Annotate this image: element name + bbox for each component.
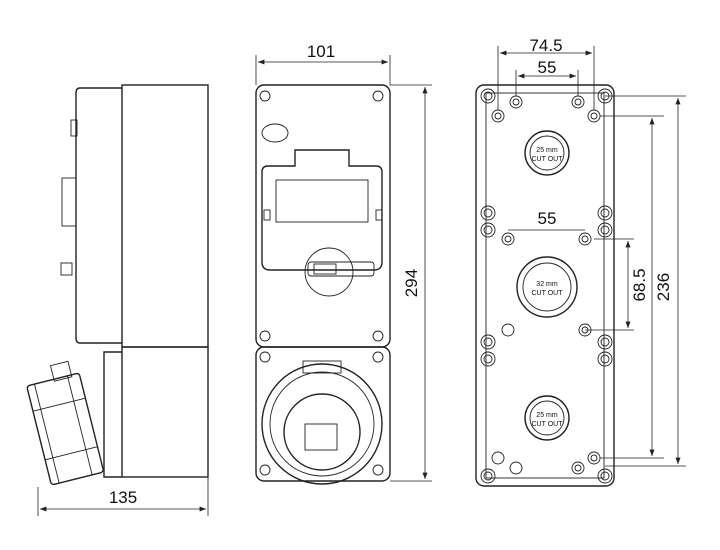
side-latch [60,262,73,276]
side-knob [70,119,78,137]
cutout-bottom: 25 mm CUT OUT [524,395,570,441]
front-window [261,149,383,271]
dim-294-label: 294 [402,269,421,297]
svg-text:25 mm: 25 mm [536,412,558,419]
svg-text:CUT OUT: CUT OUT [532,156,564,163]
cutout-top: 25 mm CUT OUT [524,130,570,176]
dim-101-label: 101 [307,42,335,61]
socket-pin-block [304,423,338,451]
front-view: 101 294 [255,42,432,485]
dim-55-mid-label: 55 [538,209,557,228]
back-view: 25 mm CUT OUT 32 mm CUT OUT 25 mm CUT OU… [475,36,686,487]
side-hinge [61,177,77,227]
socket-lid-hinge [302,360,342,374]
front-window-inner [275,179,369,223]
svg-text:25 mm: 25 mm [536,147,558,154]
dim-55-top-label: 55 [538,58,557,77]
svg-text:CUT OUT: CUT OUT [532,290,564,297]
side-view: 135 [26,84,209,516]
svg-text:32 mm: 32 mm [536,281,558,288]
svg-text:CUT OUT: CUT OUT [532,421,564,428]
side-socket [26,360,104,486]
dim-68-5-label: 68.5 [630,268,649,301]
side-body-upper [121,84,209,348]
side-socket-base [103,351,122,478]
dim-135-label: 135 [109,488,137,507]
socket-flange [261,363,383,485]
front-indicator [261,123,289,143]
front-lower-panel [255,346,391,482]
socket-face [283,393,361,471]
side-body-lower [121,346,209,478]
front-switch [304,247,354,297]
side-cover [75,87,122,344]
back-plate-inner [485,92,605,479]
mount-screw [480,88,613,484]
back-plate [475,84,615,487]
cutout-middle: 32 mm CUT OUT [516,256,578,318]
dim-74-5-label: 74.5 [529,36,562,55]
dim-236-label: 236 [654,273,673,301]
